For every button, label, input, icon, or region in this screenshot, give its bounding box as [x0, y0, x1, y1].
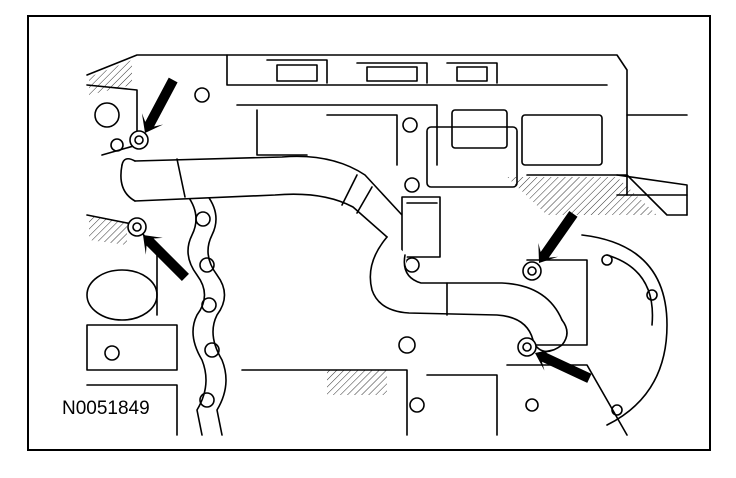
engine-illustration [86, 54, 688, 436]
bolt-right-lower [517, 337, 537, 357]
bolt-right-upper [522, 261, 542, 281]
engine-block-lines [86, 54, 688, 436]
arrow-right-lower [535, 348, 592, 383]
bolt-upper-left [129, 130, 149, 150]
hatched-regions [89, 60, 657, 395]
arrow-upper-left [141, 77, 178, 133]
arrow-middle-left [143, 235, 189, 281]
figure-id-label: N0051849 [60, 398, 152, 420]
coolant-tube [120, 155, 588, 353]
arrow-right-upper [538, 210, 578, 263]
bolt-middle-left [127, 217, 147, 237]
